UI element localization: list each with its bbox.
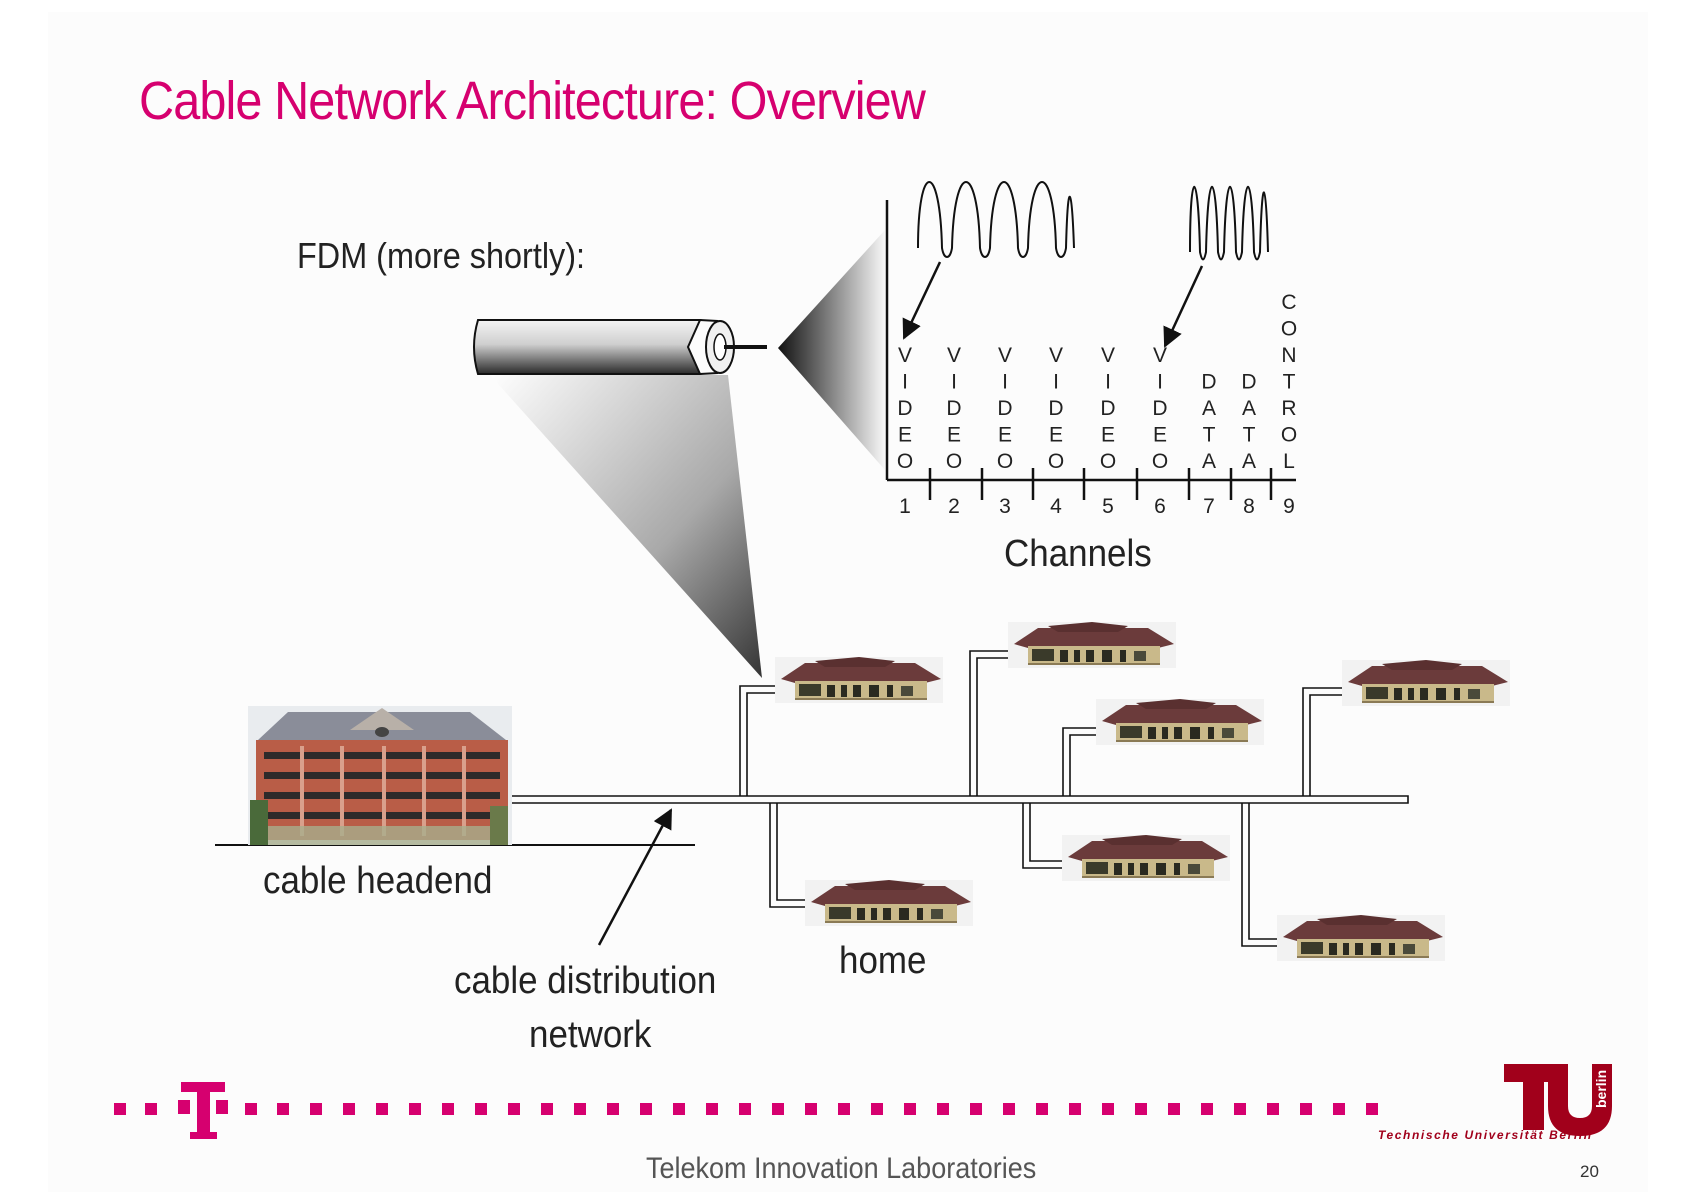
channel-6-letter: O xyxy=(1152,450,1168,473)
home-label: home xyxy=(839,940,927,982)
channel-9-letter: C xyxy=(1281,291,1296,314)
high-frequency-waveform xyxy=(1189,185,1269,261)
channel-6-letter: V xyxy=(1153,344,1167,367)
channel-9-letter: R xyxy=(1281,397,1296,420)
channel-number: 4 xyxy=(1050,495,1062,518)
house-3 xyxy=(1095,698,1265,746)
channel-6-letter: I xyxy=(1157,371,1163,394)
channel-8-letter: A xyxy=(1242,450,1256,473)
headend-label: cable headend xyxy=(263,860,493,902)
distribution-label-line1: cable distribution xyxy=(454,960,717,1002)
slide-title: Cable Network Architecture: Overview xyxy=(139,71,926,131)
telekom-logo xyxy=(178,1082,228,1139)
channel-2-letter: E xyxy=(947,424,961,447)
channel-number: 7 xyxy=(1203,495,1215,518)
channel-labels: VIDEO1VIDEO2VIDEO3VIDEO4VIDEO5VIDEO6DATA… xyxy=(897,291,1297,518)
coax-cable xyxy=(473,319,767,375)
arrow-to-channel-1 xyxy=(902,261,942,340)
channel-9-letter: O xyxy=(1281,318,1297,341)
channel-2-letter: I xyxy=(951,371,957,394)
distribution-network xyxy=(512,650,1409,947)
channel-5-letter: O xyxy=(1100,450,1116,473)
house-1 xyxy=(774,656,944,704)
footer-lab-name: Telekom Innovation Laboratories xyxy=(646,1152,1037,1185)
channel-3-letter: E xyxy=(998,424,1012,447)
channel-1-letter: V xyxy=(898,344,912,367)
house-4 xyxy=(1341,659,1511,707)
channel-1-letter: O xyxy=(897,450,913,473)
channel-4-letter: O xyxy=(1048,450,1064,473)
channel-7-letter: T xyxy=(1203,424,1216,447)
channel-number: 2 xyxy=(948,495,960,518)
house-2 xyxy=(1007,621,1177,669)
footer-dotted-line xyxy=(114,1103,1378,1115)
channel-1-letter: D xyxy=(897,397,912,420)
fdm-label: FDM (more shortly): xyxy=(297,235,586,276)
house-5 xyxy=(804,879,974,927)
channel-4-letter: V xyxy=(1049,344,1063,367)
channel-5-letter: I xyxy=(1105,371,1111,394)
channel-7-letter: A xyxy=(1202,450,1216,473)
channel-8-letter: D xyxy=(1241,371,1256,394)
channel-2-letter: O xyxy=(946,450,962,473)
zoom-beam xyxy=(490,375,762,678)
channel-number: 5 xyxy=(1102,495,1114,518)
channels-axis-label: Channels xyxy=(1004,533,1152,575)
channel-number: 8 xyxy=(1243,495,1255,518)
channel-4-letter: E xyxy=(1049,424,1063,447)
channel-7-letter: A xyxy=(1202,397,1216,420)
channel-7-letter: D xyxy=(1201,371,1216,394)
cable-headend-building xyxy=(215,706,695,846)
channel-number: 1 xyxy=(899,495,911,518)
channel-1-letter: I xyxy=(902,371,908,394)
slide-background xyxy=(48,12,1648,1192)
tu-university-name: Technische Universität Berlin xyxy=(1378,1128,1593,1142)
channel-6-letter: E xyxy=(1153,424,1167,447)
tu-berlin-word: berlin xyxy=(1593,1070,1609,1108)
channel-4-letter: I xyxy=(1053,371,1059,394)
channel-number: 9 xyxy=(1283,495,1295,518)
spectrum-fan xyxy=(778,230,885,470)
tu-berlin-logo: berlin xyxy=(1504,1064,1612,1136)
channel-5-letter: V xyxy=(1101,344,1115,367)
channel-9-letter: T xyxy=(1283,371,1296,394)
channel-number: 6 xyxy=(1154,495,1166,518)
distribution-arrow xyxy=(597,808,673,946)
spectrum-axes xyxy=(885,200,1296,500)
channel-1-letter: E xyxy=(898,424,912,447)
channel-2-letter: D xyxy=(946,397,961,420)
channel-5-letter: D xyxy=(1100,397,1115,420)
distribution-label-line2: network xyxy=(529,1014,652,1056)
channel-6-letter: D xyxy=(1152,397,1167,420)
channel-3-letter: O xyxy=(997,450,1013,473)
channel-9-letter: L xyxy=(1283,450,1295,473)
channel-number: 3 xyxy=(999,495,1011,518)
channel-9-letter: O xyxy=(1281,424,1297,447)
channel-9-letter: N xyxy=(1281,344,1296,367)
channel-8-letter: A xyxy=(1242,397,1256,420)
channel-2-letter: V xyxy=(947,344,961,367)
arrow-to-channel-6 xyxy=(1163,265,1204,348)
channel-5-letter: E xyxy=(1101,424,1115,447)
channel-3-letter: D xyxy=(997,397,1012,420)
house-7 xyxy=(1276,914,1446,962)
page-number: 20 xyxy=(1580,1162,1599,1181)
channel-8-letter: T xyxy=(1243,424,1256,447)
channel-3-letter: I xyxy=(1002,371,1008,394)
channel-4-letter: D xyxy=(1048,397,1063,420)
house-6 xyxy=(1061,834,1231,882)
channel-3-letter: V xyxy=(998,344,1012,367)
low-frequency-waveform xyxy=(917,181,1075,258)
